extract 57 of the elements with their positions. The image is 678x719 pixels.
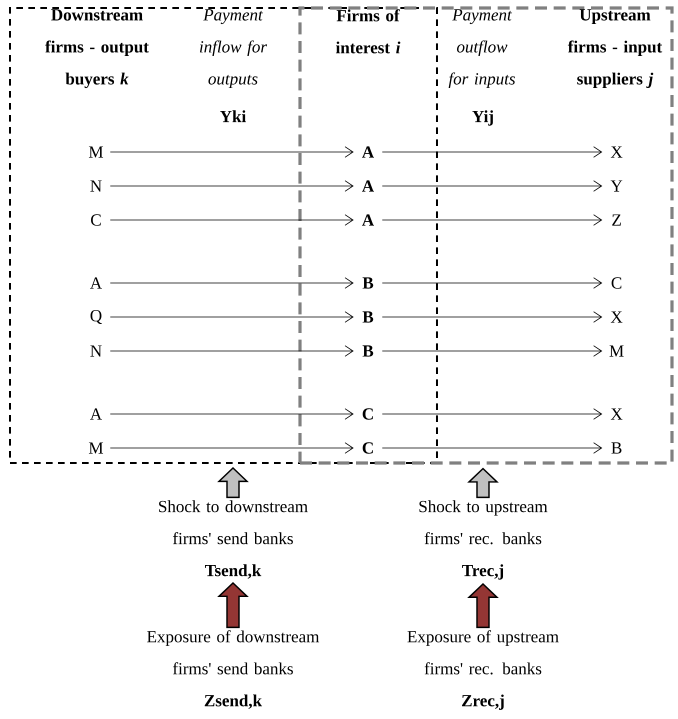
flow-symbol: Yij <box>472 110 493 126</box>
arrow <box>382 277 602 289</box>
firm-letter: X <box>610 408 622 420</box>
arrow <box>382 442 602 454</box>
firm-letter: M <box>610 345 624 357</box>
arrow <box>110 345 354 357</box>
column-header: Downstream firms - output buyers k <box>45 9 149 88</box>
column-header: Upstream firms - input suppliers j <box>568 9 662 88</box>
arrow <box>110 277 354 289</box>
firm-letter: X <box>610 146 622 158</box>
arrow <box>110 408 354 420</box>
firm-letter: A <box>362 180 374 192</box>
firm-letter: A <box>362 146 374 158</box>
arrow <box>110 146 354 158</box>
shock-text: Shock to upstream firms' rec. banks Trec,j <box>419 500 548 580</box>
arrow <box>382 345 602 357</box>
firm-letter: B <box>611 442 622 454</box>
arrow <box>110 442 354 454</box>
arrow <box>110 180 354 192</box>
firm-letter: B <box>362 311 374 323</box>
exposure-text: Exposure of downstream firms' send banks Zsend,k <box>147 630 320 709</box>
firm-letter: N <box>90 345 102 357</box>
firm-letter: Q <box>90 310 102 324</box>
dashed-frame <box>298 6 674 465</box>
column-header: Payment outflow for inputs <box>448 9 516 88</box>
flow-symbol: Yki <box>220 110 246 122</box>
firm-letter: C <box>91 214 101 226</box>
block-arrow <box>467 468 499 498</box>
arrow <box>382 180 602 192</box>
firm-letter: B <box>362 345 374 357</box>
arrow <box>382 214 602 226</box>
firm-letter: C <box>612 277 622 289</box>
arrow <box>110 311 354 323</box>
exposure-text: Exposure of upstream firms' rec. banks Zrec,j <box>407 630 559 710</box>
firm-letter: B <box>362 277 374 289</box>
firm-letter: M <box>88 146 104 158</box>
arrow <box>110 214 354 226</box>
block-arrow <box>467 582 499 628</box>
firm-letter: A <box>90 277 102 289</box>
column-header: Firms of interest i <box>336 9 400 54</box>
firm-letter: A <box>362 214 374 226</box>
block-arrow <box>217 582 249 628</box>
firm-letter: C <box>362 442 373 454</box>
arrow <box>382 408 602 420</box>
firm-letter: N <box>90 180 102 192</box>
block-arrow <box>217 466 249 498</box>
firm-letter: Y <box>610 180 622 192</box>
arrow <box>382 146 602 158</box>
firm-letter: C <box>362 408 373 420</box>
dashed-frame <box>9 7 438 464</box>
arrow <box>382 311 602 323</box>
firm-letter: X <box>610 311 622 323</box>
firm-letter: M <box>88 442 104 454</box>
firm-letter: A <box>90 408 102 420</box>
firm-letter: Z <box>612 214 621 226</box>
shock-text: Shock to downstream firms' send banks Tsend,k <box>159 500 308 579</box>
column-header: Payment inflow for outputs <box>200 9 268 88</box>
